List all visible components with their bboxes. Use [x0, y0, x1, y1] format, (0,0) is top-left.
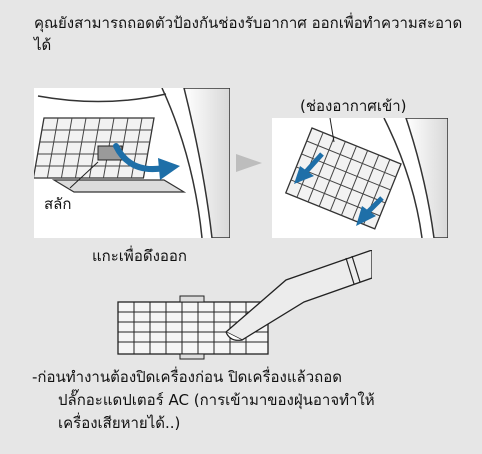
- blue-arrow-icon: [356, 196, 384, 226]
- figure-air-intake: [272, 118, 448, 238]
- intake-grille: [284, 127, 402, 230]
- blue-arrow-icon: [294, 152, 324, 184]
- note-line-3: เครื่องเสียหายได้..): [58, 414, 181, 432]
- air-intake-label: (ช่องอากาศเข้า): [300, 97, 407, 115]
- figure1-caption: แกะเพื่อดึงออก: [92, 247, 187, 265]
- device-body: [405, 118, 448, 238]
- device-body: [183, 88, 230, 238]
- triangle-right-icon: [236, 154, 262, 172]
- figure-vacuum-filter: [117, 250, 372, 360]
- vacuum-nozzle: [224, 250, 372, 341]
- filter: [117, 295, 269, 360]
- note-line-2: ปลั๊กอะแดปเตอร์ AC (การเข้ามาของฝุ่นอาจท…: [58, 391, 375, 409]
- blue-arrow-icon: [113, 143, 167, 172]
- filter-grille: [34, 117, 155, 179]
- latch-label: สลัก: [42, 192, 74, 216]
- warning-note: -ก่อนทำงานต้องปิดเครื่องก่อน ปิดเครื่องแ…: [32, 366, 472, 435]
- intro-text: คุณยังสามารถถอดตัวป้องกันช่องรับอากาศ ออ…: [34, 14, 463, 54]
- cover: [51, 179, 187, 193]
- note-line-1: -ก่อนทำงานต้องปิดเครื่องก่อน ปิดเครื่องแ…: [32, 368, 342, 386]
